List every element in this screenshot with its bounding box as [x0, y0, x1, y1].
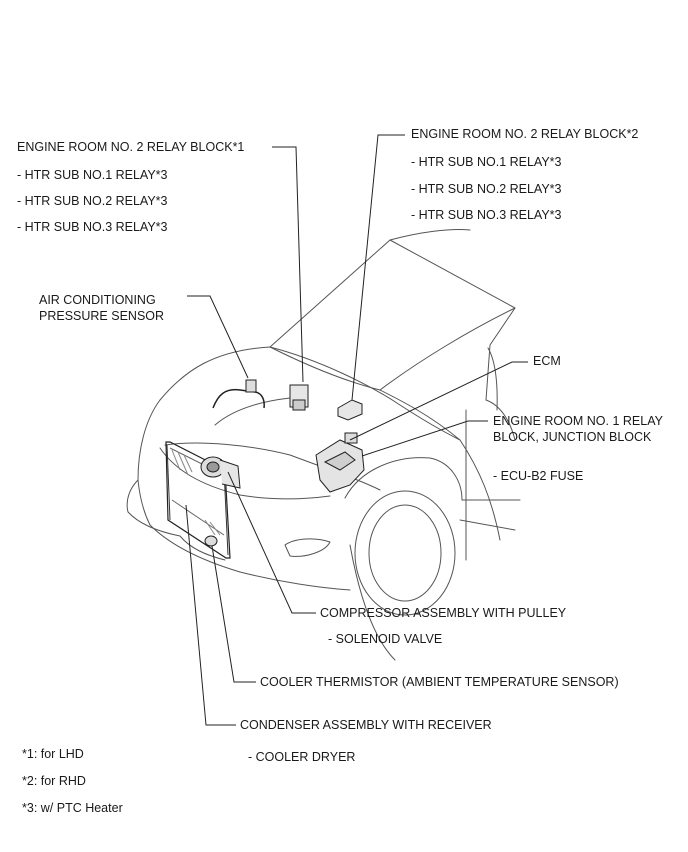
label-cooler-thermistor: COOLER THERMISTOR (AMBIENT TEMPERATURE S…	[260, 675, 619, 689]
label-solenoid-valve: - SOLENOID VALVE	[328, 632, 443, 646]
footnote-ptc-heater: *3: w/ PTC Heater	[22, 801, 123, 815]
label-ecu-b2-fuse: - ECU-B2 FUSE	[493, 469, 584, 483]
label-compressor: COMPRESSOR ASSEMBLY WITH PULLEY	[320, 606, 567, 620]
label-rhd-htr-sub-relay-1: - HTR SUB NO.1 RELAY*3	[411, 155, 562, 169]
label-relay-block-2-lhd: ENGINE ROOM NO. 2 RELAY BLOCK*1	[17, 140, 245, 154]
label-cooler-dryer: - COOLER DRYER	[248, 750, 356, 764]
footnote-rhd: *2: for RHD	[22, 774, 86, 788]
label-lhd-htr-sub-relay-1: - HTR SUB NO.1 RELAY*3	[17, 168, 168, 182]
label-ac-pressure-sensor-line1: AIR CONDITIONING	[39, 293, 156, 307]
label-lhd-htr-sub-relay-2: - HTR SUB NO.2 RELAY*3	[17, 194, 168, 208]
label-lhd-htr-sub-relay-3: - HTR SUB NO.3 RELAY*3	[17, 220, 168, 234]
label-relay-block-1-line2: BLOCK, JUNCTION BLOCK	[493, 430, 652, 444]
label-ac-pressure-sensor-line2: PRESSURE SENSOR	[39, 309, 165, 323]
label-ecm: ECM	[533, 354, 561, 368]
footnote-lhd: *1: for LHD	[22, 747, 84, 761]
car-body-outline	[126, 229, 521, 661]
label-condenser: CONDENSER ASSEMBLY WITH RECEIVER	[240, 718, 492, 732]
label-rhd-htr-sub-relay-3: - HTR SUB NO.3 RELAY*3	[411, 208, 562, 222]
label-relay-block-2-rhd: ENGINE ROOM NO. 2 RELAY BLOCK*2	[411, 127, 639, 141]
leader-lines	[185, 134, 528, 726]
label-relay-block-1-line1: ENGINE ROOM NO. 1 RELAY	[493, 414, 663, 428]
component-drawings	[165, 379, 365, 559]
label-rhd-htr-sub-relay-2: - HTR SUB NO.2 RELAY*3	[411, 182, 562, 196]
